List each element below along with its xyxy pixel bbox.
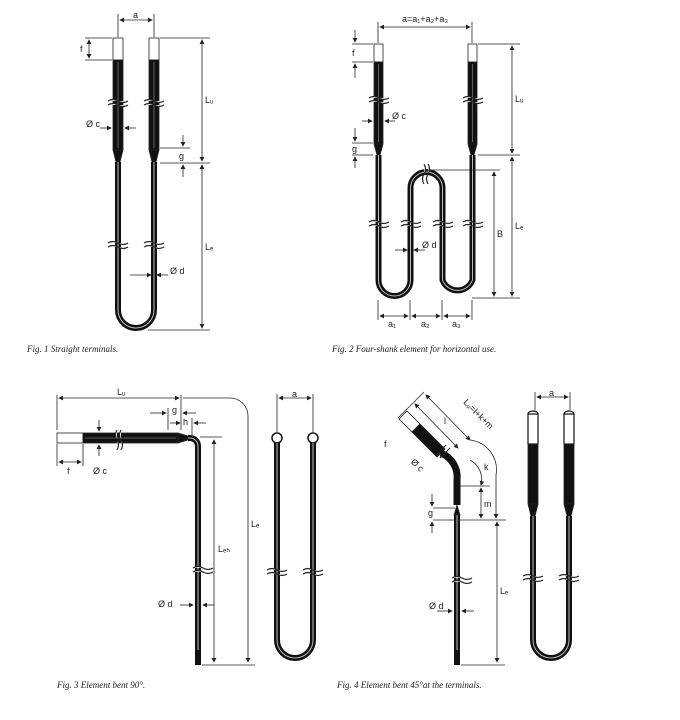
fig1-dim-a: a bbox=[133, 10, 139, 20]
fig2-dim-b: B bbox=[497, 229, 504, 239]
fig4-dim-le: Lₑ bbox=[500, 586, 509, 596]
fig3-dim-a: a bbox=[292, 389, 298, 399]
fig3-dim-c: Ø c bbox=[93, 466, 108, 476]
fig3-caption: Fig. 3 Element bent 90°. bbox=[57, 680, 146, 690]
fig2-dim-le: Lₑ bbox=[515, 221, 524, 231]
fig2-dim-lu: Lᵤ bbox=[515, 94, 524, 104]
fig2-dim-a3: a₃ bbox=[452, 319, 461, 329]
fig2-dim-d: Ø d bbox=[422, 240, 437, 250]
fig3-dim-le: Lₑ bbox=[251, 519, 260, 529]
fig3-dim-h: h bbox=[183, 417, 189, 427]
fig2-dim-c: Ø c bbox=[392, 111, 407, 121]
fig4-dim-l: l bbox=[444, 416, 446, 426]
fig1-caption: Fig. 1 Straight terminals. bbox=[27, 344, 119, 354]
fig3-dim-leh: Lₑₕ bbox=[218, 544, 230, 554]
fig2-dim-g: g bbox=[352, 144, 358, 154]
fig1-dim-f: f bbox=[80, 44, 83, 54]
fig3-element-bent-90-drawing bbox=[56, 394, 324, 666]
fig1-dim-g: g bbox=[179, 151, 185, 161]
fig2-dim-f: f bbox=[352, 48, 355, 58]
fig4-dim-d: Ø d bbox=[429, 601, 444, 611]
fig2-dim-a2: a₂ bbox=[421, 319, 430, 329]
fig1-straight-terminals-drawing bbox=[85, 14, 210, 331]
fig2-caption: Fig. 2 Four-shank element for horizontal… bbox=[332, 344, 497, 354]
fig1-dim-lu: Lᵤ bbox=[205, 95, 214, 105]
fig4-dim-f: f bbox=[384, 439, 387, 449]
fig3-dim-f: f bbox=[67, 466, 70, 476]
fig4-dim-k: k bbox=[484, 462, 489, 472]
fig2-four-shank-element-drawing bbox=[352, 22, 520, 320]
fig4-element-bent-45-drawing bbox=[397, 391, 580, 666]
fig2-dim-a1: a₁ bbox=[388, 319, 397, 329]
fig2-dim-a-total: a=a₁+a₂+a₃ bbox=[402, 14, 448, 24]
fig3-dim-lu: Lᵤ bbox=[117, 387, 126, 397]
fig3-dim-d: Ø d bbox=[158, 599, 173, 609]
fig4-caption: Fig. 4 Element bent 45°at the terminals. bbox=[337, 680, 482, 690]
fig1-dim-d: Ø d bbox=[170, 266, 185, 276]
fig1-dim-c: Ø c bbox=[86, 119, 101, 129]
fig4-dim-a: a bbox=[549, 388, 555, 398]
fig4-dim-g: g bbox=[428, 508, 434, 518]
fig1-dim-le: Lₑ bbox=[205, 242, 214, 252]
fig4-dim-m: m bbox=[484, 499, 492, 509]
fig3-dim-g: g bbox=[172, 405, 178, 415]
